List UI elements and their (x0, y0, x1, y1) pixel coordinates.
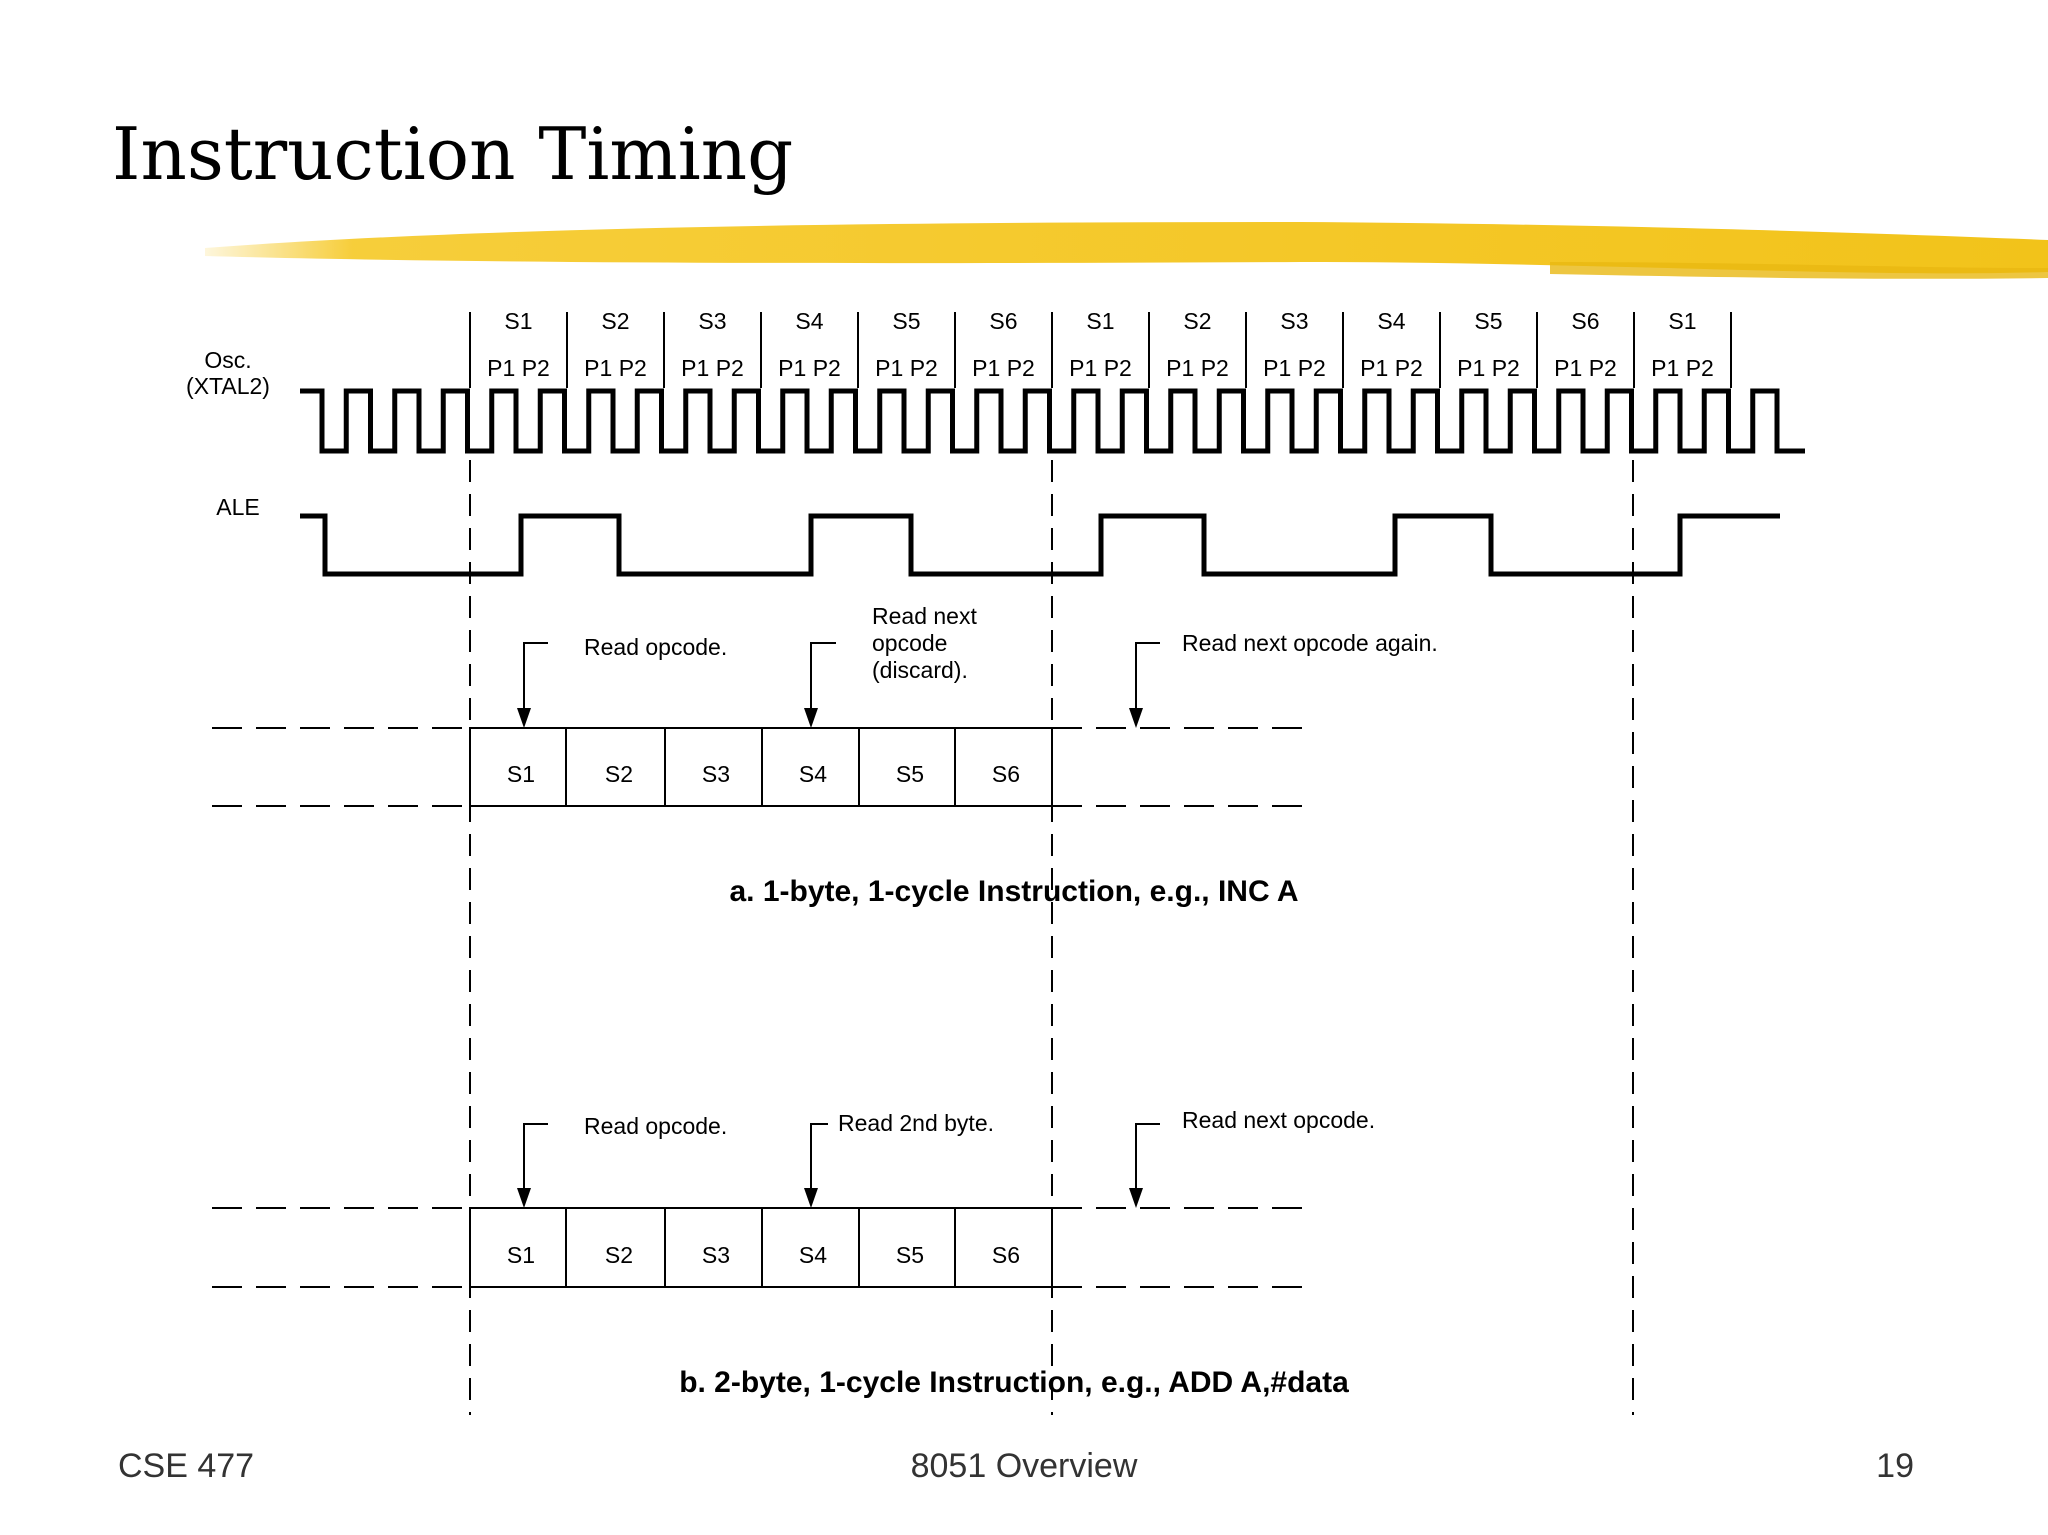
phase-header-label: P1 P2 (584, 355, 647, 381)
cycle-a: Read opcode. Read next opcode (discard).… (212, 603, 1438, 908)
arrowhead-next-b (1129, 1188, 1143, 1208)
arrowhead-read-next-a (804, 708, 818, 728)
phase-header-label: P1 P2 (1360, 355, 1423, 381)
phase-header-label: P1 P2 (681, 355, 744, 381)
title-underline-brush-shadow (1550, 262, 2048, 279)
annot-again-a: Read next opcode again. (1182, 630, 1438, 656)
state-header-label: S6 (1571, 308, 1599, 334)
state-header-label: S2 (1183, 308, 1211, 334)
arrowhead-again-a (1129, 708, 1143, 728)
annot-next-b: Read next opcode. (1182, 1107, 1375, 1133)
phase-header-label: P1 P2 (778, 355, 841, 381)
state-header-label: S6 (989, 308, 1017, 334)
arrow-read-opcode-a (523, 642, 548, 710)
state-header-label: S4 (795, 308, 823, 334)
phase-header-label: P1 P2 (1651, 355, 1714, 381)
annot-read-opcode-b: Read opcode. (584, 1113, 727, 1139)
title-underline-brush (205, 222, 2048, 274)
state-cell-s6: S6 (992, 761, 1020, 787)
phase-header-label: P1 P2 (1166, 355, 1229, 381)
state-header-label: S1 (1086, 308, 1114, 334)
state-header-label: S5 (892, 308, 920, 334)
caption-b: b. 2-byte, 1-cycle Instruction, e.g., AD… (679, 1366, 1349, 1399)
state-header: S1 P1 P2 S2 P1 P2 S3 P1 P2 S4 P1 P2 S5 P1 P2 S6 P1 … (469, 308, 1732, 388)
phase-header-label: P1 P2 (1069, 355, 1132, 381)
state-cell-s4: S4 (799, 761, 827, 787)
annot-read-next-a-2: opcode (872, 630, 947, 656)
osc-label-line1: Osc. (204, 347, 251, 373)
state-cell-s1: S1 (507, 761, 535, 787)
cycle-b: Read opcode. Read 2nd byte. Read next op… (212, 1107, 1375, 1399)
state-cell-s5: S5 (896, 1242, 924, 1268)
arrowhead-2nd-byte-b (804, 1188, 818, 1208)
arrow-read-opcode-b (523, 1123, 548, 1190)
state-cell-s1: S1 (507, 1242, 535, 1268)
state-cell-s5: S5 (896, 761, 924, 787)
osc-waveform (300, 388, 1805, 454)
phase-header-label: P1 P2 (1263, 355, 1326, 381)
footer-page-number: 19 (1876, 1447, 1914, 1485)
annot-read-next-a-3: (discard). (872, 657, 968, 683)
state-header-label: S2 (601, 308, 629, 334)
phase-header-label: P1 P2 (972, 355, 1035, 381)
phase-header-label: P1 P2 (875, 355, 938, 381)
state-header-label: S3 (698, 308, 726, 334)
state-cell-s2: S2 (605, 1242, 633, 1268)
annot-read-next-a-1: Read next (872, 603, 977, 629)
state-cell-s3: S3 (702, 761, 730, 787)
state-cell-s2: S2 (605, 761, 633, 787)
state-header-label: S5 (1474, 308, 1502, 334)
arrowhead-read-opcode-b (517, 1188, 531, 1208)
state-header-label: S1 (504, 308, 532, 334)
footer-course: CSE 477 (118, 1447, 255, 1485)
osc-label-line2: (XTAL2) (186, 373, 270, 399)
arrowhead-read-opcode-a (517, 708, 531, 728)
arrow-2nd-byte-b (810, 1123, 828, 1190)
arrow-read-next-a (810, 642, 836, 710)
state-header-label: S4 (1377, 308, 1405, 334)
state-cell-s3: S3 (702, 1242, 730, 1268)
state-header-label: S3 (1280, 308, 1308, 334)
phase-header-label: P1 P2 (1457, 355, 1520, 381)
caption-a: a. 1-byte, 1-cycle Instruction, e.g., IN… (729, 875, 1298, 908)
arrow-next-b (1135, 1123, 1160, 1190)
ale-waveform (300, 513, 1780, 577)
footer-topic: 8051 Overview (910, 1447, 1138, 1485)
phase-header-label: P1 P2 (487, 355, 550, 381)
annot-read-opcode-a: Read opcode. (584, 634, 727, 660)
slide-title: Instruction Timing (112, 112, 794, 196)
annot-2nd-byte-b: Read 2nd byte. (838, 1110, 994, 1136)
state-header-label: S1 (1668, 308, 1696, 334)
state-cell-s6: S6 (992, 1242, 1020, 1268)
phase-header-label: P1 P2 (1554, 355, 1617, 381)
ale-label: ALE (216, 494, 259, 520)
arrow-again-a (1135, 642, 1160, 710)
state-cell-s4: S4 (799, 1242, 827, 1268)
